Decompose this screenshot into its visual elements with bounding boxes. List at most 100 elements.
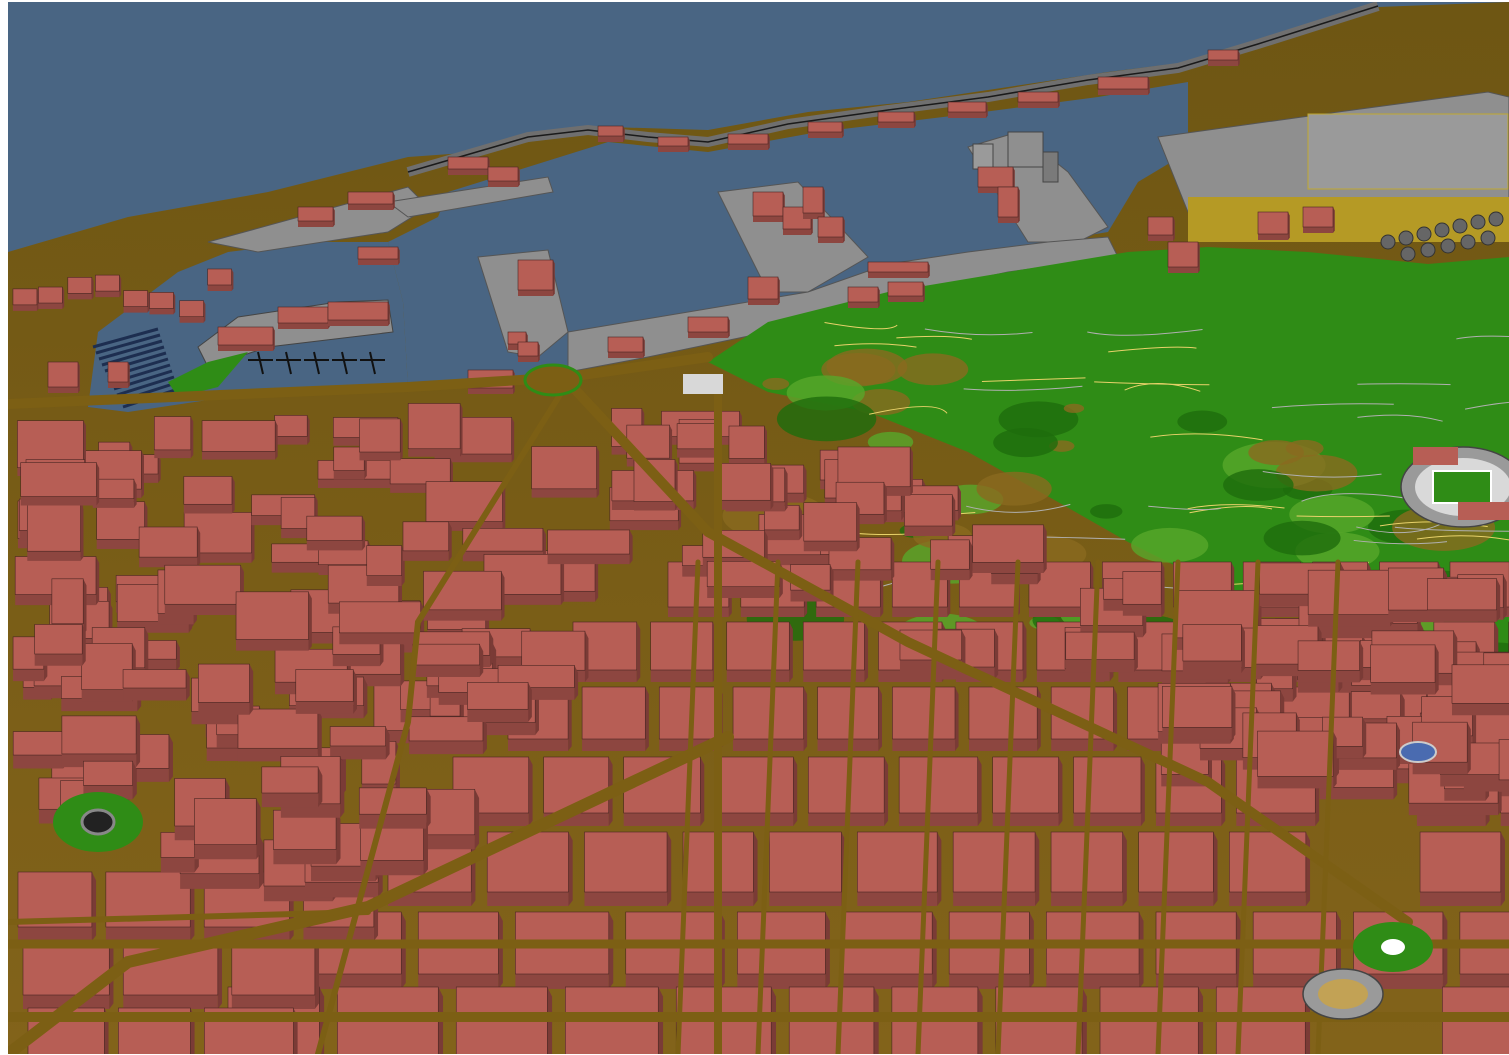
building bbox=[358, 787, 431, 829]
building bbox=[1297, 640, 1364, 683]
avenue bbox=[8, 731, 734, 1054]
park-patch bbox=[993, 428, 1058, 458]
building bbox=[22, 939, 114, 1009]
building bbox=[726, 621, 793, 682]
building bbox=[817, 216, 845, 243]
container-yard bbox=[1307, 113, 1509, 190]
building bbox=[584, 831, 672, 906]
building bbox=[1419, 831, 1505, 906]
park-path bbox=[1271, 403, 1394, 409]
building bbox=[948, 911, 1034, 989]
building bbox=[1046, 911, 1144, 989]
building bbox=[207, 268, 234, 291]
building bbox=[1257, 211, 1290, 240]
building bbox=[1307, 569, 1394, 627]
building bbox=[487, 166, 520, 187]
building bbox=[183, 476, 235, 514]
building bbox=[277, 306, 330, 329]
park-patch bbox=[1131, 527, 1209, 563]
building bbox=[417, 911, 503, 989]
building bbox=[727, 133, 770, 150]
park-path bbox=[1189, 506, 1273, 514]
building bbox=[972, 524, 1047, 573]
park-patch bbox=[897, 353, 969, 386]
avenue bbox=[835, 559, 861, 1054]
avenues bbox=[8, 352, 1509, 1054]
building bbox=[581, 686, 649, 751]
pier bbox=[257, 351, 264, 375]
building bbox=[676, 423, 722, 458]
park-path bbox=[824, 321, 898, 330]
building bbox=[607, 336, 645, 358]
building bbox=[357, 246, 400, 265]
park-path bbox=[924, 328, 1033, 336]
building bbox=[547, 529, 633, 565]
park-path bbox=[1456, 335, 1509, 340]
building bbox=[17, 871, 97, 941]
pontoon bbox=[98, 339, 163, 361]
park-path bbox=[1150, 433, 1263, 441]
building bbox=[20, 462, 100, 506]
park-path bbox=[1356, 521, 1445, 534]
building bbox=[1498, 739, 1509, 792]
park-patch bbox=[762, 377, 790, 390]
building bbox=[329, 726, 390, 760]
park-path bbox=[966, 503, 1071, 513]
building bbox=[625, 911, 725, 989]
building bbox=[769, 831, 846, 906]
park-path bbox=[869, 406, 948, 415]
building bbox=[407, 403, 463, 457]
avenue bbox=[915, 559, 941, 1054]
park-patch bbox=[776, 396, 877, 442]
park-path bbox=[1301, 493, 1409, 502]
building bbox=[1167, 241, 1200, 273]
map-viewport[interactable] bbox=[8, 2, 1509, 1054]
avenue bbox=[1235, 559, 1261, 1054]
avenue bbox=[8, 909, 371, 925]
park-path bbox=[1394, 526, 1509, 532]
building bbox=[877, 111, 916, 128]
building bbox=[1073, 756, 1145, 826]
park-patch bbox=[1223, 469, 1294, 501]
city-3d-model[interactable] bbox=[8, 2, 1509, 1054]
roundabout-port bbox=[523, 363, 583, 397]
building bbox=[517, 259, 555, 296]
avenue bbox=[995, 559, 1021, 1054]
building bbox=[408, 716, 487, 755]
building bbox=[657, 136, 690, 152]
park-path bbox=[1108, 346, 1197, 353]
building bbox=[531, 446, 600, 498]
building bbox=[728, 425, 767, 468]
building bbox=[122, 669, 190, 701]
building bbox=[997, 186, 1020, 223]
building bbox=[817, 686, 883, 751]
building bbox=[952, 831, 1040, 906]
roundabout-west bbox=[53, 792, 143, 852]
building bbox=[1065, 631, 1138, 673]
building bbox=[462, 528, 546, 562]
park-path bbox=[1353, 539, 1448, 545]
building bbox=[467, 682, 532, 722]
pier bbox=[313, 351, 320, 375]
building bbox=[123, 290, 150, 313]
building bbox=[517, 341, 540, 362]
building bbox=[847, 286, 880, 308]
building bbox=[747, 276, 780, 305]
park-path bbox=[1148, 505, 1222, 511]
building bbox=[274, 415, 310, 445]
building bbox=[295, 669, 357, 714]
building bbox=[803, 502, 860, 552]
building bbox=[807, 121, 844, 138]
building bbox=[273, 809, 341, 865]
building bbox=[12, 288, 39, 311]
pier bbox=[369, 351, 376, 375]
avenue bbox=[1075, 559, 1101, 1054]
park-path bbox=[1187, 504, 1285, 510]
building bbox=[149, 292, 176, 315]
building bbox=[887, 281, 925, 302]
building bbox=[737, 911, 830, 989]
building bbox=[1451, 664, 1509, 716]
building bbox=[164, 564, 244, 615]
breakwater-edge bbox=[407, 5, 1379, 173]
building bbox=[715, 756, 798, 826]
